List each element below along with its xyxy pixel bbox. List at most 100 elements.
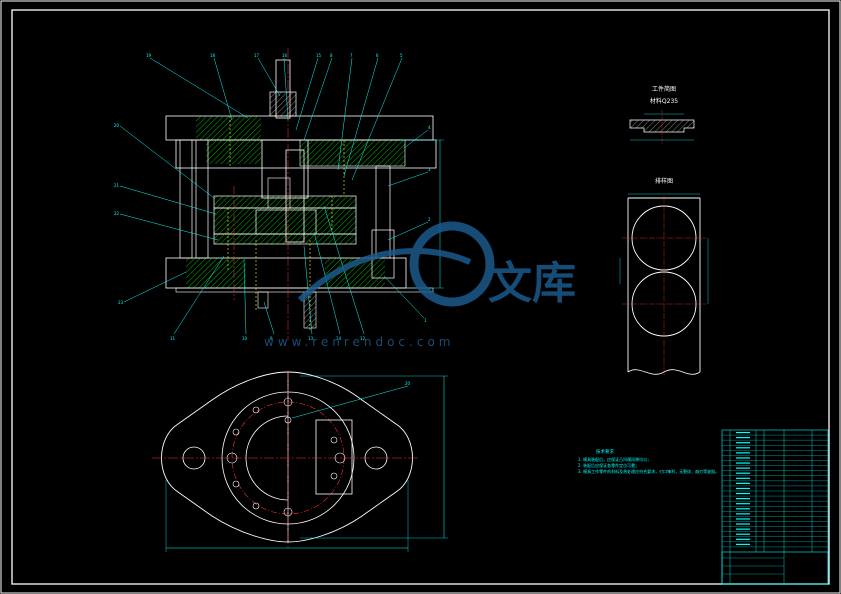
die-plate-2 bbox=[213, 233, 357, 245]
balloon-t3: 16 bbox=[282, 53, 288, 58]
strip-layout: 排样图 bbox=[619, 177, 709, 376]
plan-leader bbox=[291, 385, 409, 419]
tech-req-line-1: 1. 模具装配后，应保证凸凹模间隙均匀； bbox=[578, 456, 651, 462]
balloon-t0: 19 bbox=[146, 53, 152, 58]
screw-hole bbox=[330, 436, 338, 444]
balloon-r0: 4 bbox=[428, 125, 431, 130]
die-plate bbox=[213, 207, 357, 235]
screw-hole bbox=[226, 452, 238, 464]
screw-hole bbox=[252, 502, 260, 510]
strip-layout-title: 排样图 bbox=[655, 177, 673, 185]
balloon-b0: 11 bbox=[170, 336, 176, 341]
leader-t6 bbox=[303, 57, 333, 141]
watermark: 文库 www.renrendoc.com bbox=[264, 221, 576, 349]
leader-r4 bbox=[383, 275, 425, 319]
guide-bushing-left bbox=[195, 139, 209, 259]
leader-b2 bbox=[243, 259, 247, 335]
die-opening bbox=[245, 415, 289, 501]
balloon-r2: 2 bbox=[428, 217, 431, 222]
balloon-l2: 22 bbox=[114, 211, 120, 216]
leader-b5 bbox=[313, 231, 341, 335]
screw-hole bbox=[252, 406, 260, 414]
bolt-bottom-1 bbox=[257, 291, 269, 309]
leader-t2 bbox=[213, 57, 233, 121]
screw-hole bbox=[283, 397, 293, 407]
balloon-t1: 18 bbox=[210, 53, 216, 58]
guide-post-left bbox=[179, 139, 193, 259]
part-sketch: 工件简图 材料Q235 bbox=[629, 85, 695, 144]
leader-r2 bbox=[387, 171, 429, 187]
balloon-t6: 7 bbox=[350, 53, 353, 58]
lower-shoe-outline bbox=[161, 371, 413, 543]
tech-req-line-3: 3. 模具工作零件的材料及热处理应符合要求，刃口锋利，无裂纹、崩刃等缺陷。 bbox=[578, 468, 719, 474]
tb-cells bbox=[736, 431, 750, 545]
plan-balloon-label: 20 bbox=[405, 381, 411, 386]
title-block bbox=[721, 429, 829, 585]
leader-l1 bbox=[119, 125, 215, 199]
balloon-b3: 13 bbox=[308, 336, 314, 341]
balloon-r3: 1 bbox=[424, 318, 427, 323]
balloon-t7: 6 bbox=[376, 53, 379, 58]
leader-l4 bbox=[123, 271, 187, 303]
tb-rows bbox=[722, 434, 828, 575]
lower-shoe-base bbox=[175, 287, 434, 293]
leader-l3 bbox=[119, 213, 219, 241]
title-block-bottom bbox=[721, 551, 829, 585]
material-label: 材料Q235 bbox=[650, 97, 678, 105]
upper-plate-hatch-right bbox=[299, 139, 406, 167]
leader-t4 bbox=[283, 57, 289, 121]
balloon-r1: 3 bbox=[428, 167, 431, 172]
leader-b3 bbox=[263, 301, 275, 335]
punch-holder-hatch bbox=[206, 140, 261, 164]
leader-t8 bbox=[343, 57, 379, 177]
balloon-l3: 23 bbox=[118, 300, 124, 305]
part-view-title: 工件简图 bbox=[652, 85, 676, 93]
balloon-b5: 12 bbox=[360, 336, 366, 341]
watermark-brand: 文库 bbox=[488, 258, 576, 309]
leader-r1 bbox=[403, 129, 429, 149]
balloon-t2: 17 bbox=[254, 53, 260, 58]
watermark-swoosh bbox=[297, 247, 472, 303]
tech-req-title: 技术要求 bbox=[596, 448, 614, 455]
leader-l2 bbox=[119, 185, 217, 215]
leader-t1 bbox=[149, 57, 249, 119]
punch-inner bbox=[267, 177, 291, 209]
plan-screw-holes bbox=[226, 397, 346, 517]
leader-t9 bbox=[351, 57, 403, 181]
balloon-b4: 14 bbox=[336, 336, 342, 341]
balloon-t5: 8 bbox=[330, 53, 333, 58]
balloon-t8: 5 bbox=[400, 53, 403, 58]
screw-hole bbox=[232, 428, 240, 436]
screw-hole bbox=[232, 480, 240, 488]
watermark-ring bbox=[409, 221, 495, 307]
balloon-l1: 21 bbox=[114, 183, 120, 188]
balloon-labels: 19 18 17 16 15 8 7 6 5 20 21 22 23 11 10… bbox=[114, 53, 431, 341]
leader-b1 bbox=[173, 255, 225, 335]
punch-body bbox=[261, 139, 309, 199]
lower-shoe-hatch-left bbox=[186, 258, 246, 288]
punch-core bbox=[285, 149, 305, 243]
pusher-block bbox=[315, 419, 353, 495]
tech-req-line-2: 2. 装配后应保证各零件定位可靠； bbox=[578, 462, 639, 468]
screw-hole bbox=[334, 452, 346, 464]
watermark-url: www.renrendoc.com bbox=[264, 335, 454, 349]
die-insert bbox=[255, 209, 317, 235]
leader-t5 bbox=[295, 57, 319, 131]
tech-requirements: 技术要求 1. 模具装配后，应保证凸凹模间隙均匀； 2. 装配后应保证各零件定位… bbox=[578, 448, 719, 474]
upper-plate-hatch-left bbox=[196, 116, 261, 140]
screw-hole bbox=[284, 416, 292, 424]
front-view-leaders bbox=[119, 57, 429, 335]
screw-hole bbox=[330, 472, 338, 480]
balloon-t4: 15 bbox=[316, 53, 322, 58]
leader-t3 bbox=[257, 57, 281, 97]
screw-hole bbox=[283, 507, 293, 517]
balloon-l0: 20 bbox=[114, 123, 120, 128]
balloon-b1: 10 bbox=[242, 336, 248, 341]
guide-post-right bbox=[375, 165, 391, 259]
shank-flange bbox=[269, 91, 297, 117]
plan-view: 20 bbox=[152, 370, 448, 552]
inner-border bbox=[11, 9, 830, 585]
leader-r3 bbox=[387, 221, 429, 241]
